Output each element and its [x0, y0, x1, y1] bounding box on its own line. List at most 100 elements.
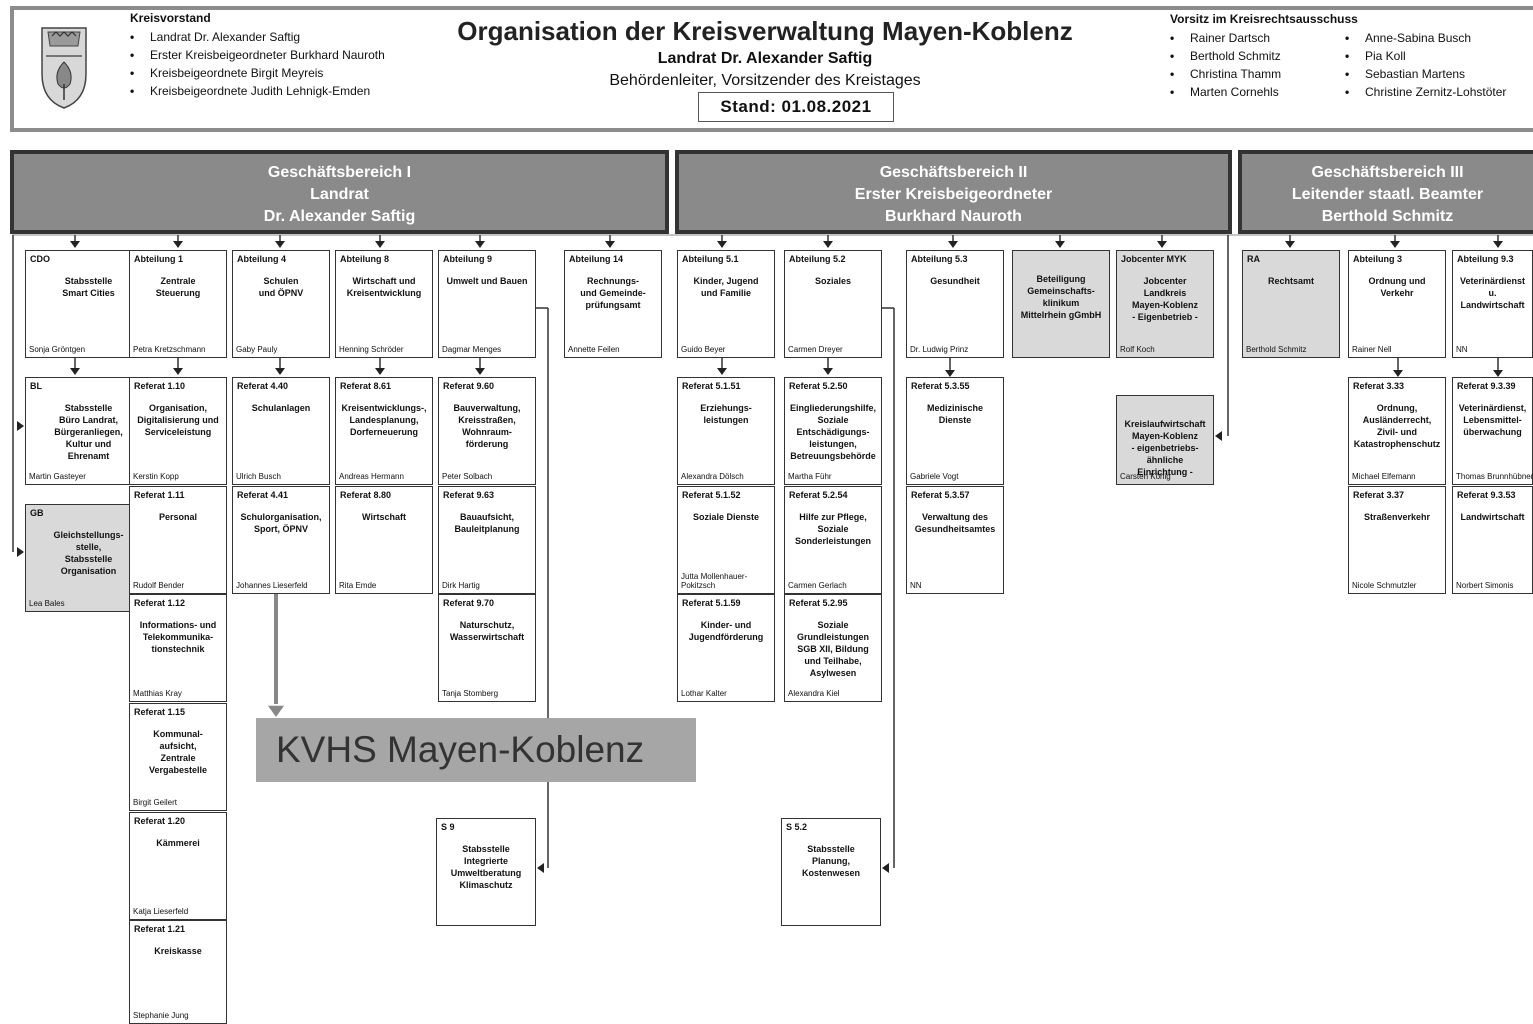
org-unit-head: Berthold Schmitz [1246, 345, 1307, 354]
arrow-icon [1285, 241, 1295, 248]
vorsitz-list-2: Anne-Sabina Busch Pia Koll Sebastian Mar… [1345, 29, 1506, 101]
org-unit-code: Abteilung 5.1 [682, 254, 739, 264]
list-item: Christine Zernitz-Lohstöter [1345, 83, 1506, 101]
org-unit-code: Referat 5.2.95 [789, 598, 848, 608]
gb-role: Landrat [310, 186, 369, 203]
org-unit-code: Referat 8.61 [340, 381, 392, 391]
org-unit-head: Thomas Brunnhübner [1456, 472, 1533, 481]
org-unit-head: Carmen Gerlach [788, 581, 847, 590]
arrow-icon [268, 705, 284, 717]
arrow-icon [17, 421, 24, 431]
arrow-icon [70, 241, 80, 248]
org-unit-code: Referat 9.70 [443, 598, 495, 608]
org-unit-head: Gaby Pauly [236, 345, 278, 354]
kvhs-label: KVHS Mayen-Koblenz [256, 718, 696, 782]
org-unit-head: Henning Schröder [339, 345, 404, 354]
org-unit-head: Peter Solbach [442, 472, 493, 481]
org-unit-code: Referat 5.2.54 [789, 490, 848, 500]
org-unit-code: Referat 3.33 [1353, 381, 1405, 391]
org-unit-code: Referat 5.1.52 [682, 490, 741, 500]
org-unit-name: Naturschutz,Wasserwirtschaft [449, 620, 525, 642]
org-unit-head: Rudolf Bender [133, 581, 185, 590]
coat-of-arms-icon [38, 22, 90, 110]
org-unit-code: Referat 4.40 [237, 381, 289, 391]
org-unit-code: Referat 9.3.53 [1457, 490, 1516, 500]
org-unit-name: Bauverwaltung,Kreisstraßen,Wohnraum-förd… [453, 403, 521, 449]
arrow-icon [173, 368, 183, 375]
page-subtitle-2: Behördenleiter, Vorsitzender des Kreista… [609, 72, 921, 89]
arrow-icon [1493, 241, 1503, 248]
arrow-icon [275, 241, 285, 248]
org-unit-head: Kerstin Kopp [133, 472, 179, 481]
list-item: Rainer Dartsch [1170, 29, 1281, 47]
org-unit-head: Norbert Simonis [1456, 581, 1514, 590]
org-unit-code: GB [30, 508, 44, 518]
org-unit-code: Abteilung 3 [1353, 254, 1402, 264]
org-unit-name: Rechnungs-und Gemeinde-prüfungsamt [580, 276, 646, 310]
page-title: Organisation der Kreisverwaltung Mayen-K… [457, 16, 1073, 46]
arrow-icon [173, 241, 183, 248]
org-unit-head: Tanja Stomberg [442, 689, 499, 698]
org-unit-code: Abteilung 14 [569, 254, 624, 264]
org-unit-head: Ulrich Busch [236, 472, 281, 481]
list-item: Landrat Dr. Alexander Saftig [130, 28, 385, 46]
org-unit-code: Referat 5.1.59 [682, 598, 741, 608]
gb-title: Geschäftsbereich III [1311, 164, 1464, 181]
arrow-icon [375, 368, 385, 375]
org-unit-head: NN [1456, 345, 1468, 354]
org-unit-head: Matthias Kray [133, 689, 182, 698]
org-unit-name: Wirtschaft [362, 512, 406, 522]
gb-head: Dr. Alexander Saftig [263, 208, 416, 225]
arrow-icon [70, 368, 80, 375]
list-item: Erster Kreisbeigeordneter Burkhard Nauro… [130, 46, 385, 64]
list-item: Marten Cornehls [1170, 83, 1281, 101]
gb-role: Leitender staatl. Beamter [1291, 186, 1484, 203]
org-unit-head: Dirk Hartig [442, 581, 480, 590]
arrow-icon [375, 241, 385, 248]
org-unit-code: Referat 8.80 [340, 490, 392, 500]
arrow-icon [1493, 370, 1503, 377]
list-item: Pia Koll [1345, 47, 1506, 65]
list-item: Anne-Sabina Busch [1345, 29, 1506, 47]
arrow-icon [475, 368, 485, 375]
org-unit-code: Abteilung 4 [237, 254, 286, 264]
org-unit-head: Michael Elfemann [1352, 472, 1416, 481]
org-unit-code: Jobcenter MYK [1121, 254, 1187, 264]
gb-3-box: Geschäftsbereich III Leitender staatl. B… [1238, 150, 1533, 234]
arrow-icon [823, 368, 833, 375]
stand-date: Stand: 01.08.2021 [698, 92, 894, 122]
arrow-icon [1390, 241, 1400, 248]
org-unit-code: Referat 5.3.55 [911, 381, 970, 391]
org-unit-code: Referat 1.21 [134, 924, 186, 934]
gb-role: Erster Kreisbeigeordneter [854, 186, 1053, 203]
org-unit-head: Martin Gasteyer [29, 472, 86, 481]
org-unit-name: Landwirtschaft [1460, 512, 1525, 522]
arrow-icon [823, 241, 833, 248]
kreisvorstand-title: Kreisvorstand [130, 11, 211, 25]
org-unit-code: Referat 1.20 [134, 816, 186, 826]
org-unit-code: Referat 4.41 [237, 490, 289, 500]
